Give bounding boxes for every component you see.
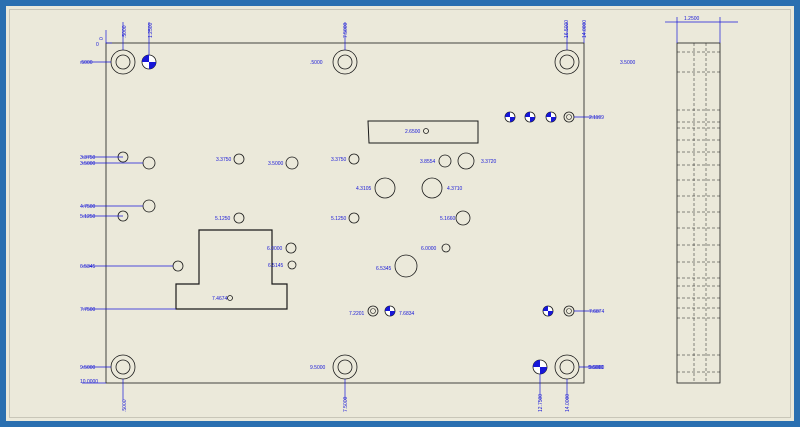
right-dim-label-1: 7.6874 [589,309,605,315]
inner-dimension-labels: .5000 3.5000 3.3750 3.5000 3.3750 5.1250 5.125… [212,60,636,371]
bottom-dim-label-2: 12.7500 [538,394,544,412]
inner-dim-label-18: 7.2201 [349,311,365,317]
left-dim-label-4: 5.1250 [80,214,96,220]
dimension-lines [80,22,600,400]
top-dimension-labels: .5000 1.2500 7.5000 16.5000 14.0000 [122,20,588,38]
inner-dim-label-19: 7.6834 [399,311,415,317]
right-dim-label-2: 9.5000 [589,365,605,371]
origin-y-label: 0 [96,42,99,48]
hole-row-bottom-right [542,305,575,317]
left-dim-label-2: 3.5000 [80,161,96,167]
left-dim-label-1: 3.3750 [80,155,96,161]
inner-dim-label-3: 3.5000 [268,161,284,167]
hole-pair-bottom-mid [367,305,396,317]
inner-dim-label-12: 2.6500 [405,129,421,135]
sheet-inner-border [9,9,791,418]
inner-dim-label-20: 9.5000 [310,365,326,371]
hole-corner-bottom-right [554,354,580,380]
inner-dim-label-14: 6.5345 [376,266,392,272]
top-dim-label-0: .5000 [122,25,128,38]
hole-row-right [504,111,575,123]
left-dim-label-7: 9.5000 [80,365,96,371]
right-dim-label-0: 2.1199 [589,115,604,121]
inner-dim-label-7: 4.3105 [356,186,372,192]
side-view [665,17,738,384]
inner-dim-label-0: .5000 [310,60,323,66]
left-dim-label-8: 10.0000 [80,379,98,385]
hole-corner-top-mid [332,49,358,75]
top-dim-label-2: 7.5000 [343,22,349,38]
datum-symbol-top [141,54,157,70]
side-view-width-label: 1.2500 [684,16,700,22]
left-dim-label-3: 4.7500 [80,204,96,210]
hole-corner-top-right [554,49,580,75]
inner-dim-label-2: 3.3750 [216,157,232,163]
origin-labels: 0 0 [96,37,105,48]
inner-dim-label-9: 4.3710 [447,186,463,192]
pocket-feature [175,229,288,310]
origin-x-label: 0 [99,37,105,40]
inner-dim-label-4: 3.3750 [331,157,347,163]
left-dim-label-5: 6.5345 [80,264,96,270]
inner-dim-label-8: 3.8554 [420,159,436,165]
bottom-dim-label-1: 7.5000 [343,396,349,412]
datum-symbol-bottom [532,359,548,375]
left-dim-label-0: .5000 [80,60,93,66]
bottom-dim-label-0: .5000 [122,399,128,412]
top-dim-label-4: 14.0000 [582,20,588,38]
plate-outline [105,42,585,384]
inner-dim-label-6: 5.1250 [331,216,347,222]
inner-dim-label-13: 6.0000 [421,246,437,252]
hole-corner-bottom-left [110,354,136,380]
bottom-dimension-labels: .5000 7.5000 12.7500 14.0000 [122,394,571,412]
inner-dim-label-11: 5.1660 [440,216,456,222]
right-dimension-labels: 2.1199 7.6874 9.5000 [589,115,605,371]
top-dim-label-1: 1.2500 [148,22,154,38]
bottom-dim-label-3: 14.0000 [565,394,571,412]
left-dim-label-6: 7.7500 [80,307,96,313]
inner-dim-label-21: 9.6000 [588,365,604,371]
hole-corner-bottom-mid [332,354,358,380]
hole-corner-top-left [110,49,136,75]
inner-dim-label-15: 6.0000 [267,246,283,252]
inner-dim-label-1: 3.5000 [620,60,636,66]
inner-dim-label-10: 3.3720 [481,159,497,165]
small-holes [117,128,475,301]
inner-dim-label-17: 7.4674 [212,296,228,302]
inner-dim-label-16: 6.5145 [268,263,284,269]
slot-feature [367,120,479,144]
inner-dim-label-5: 5.1250 [215,216,231,222]
top-dim-label-3: 16.5000 [564,20,570,38]
